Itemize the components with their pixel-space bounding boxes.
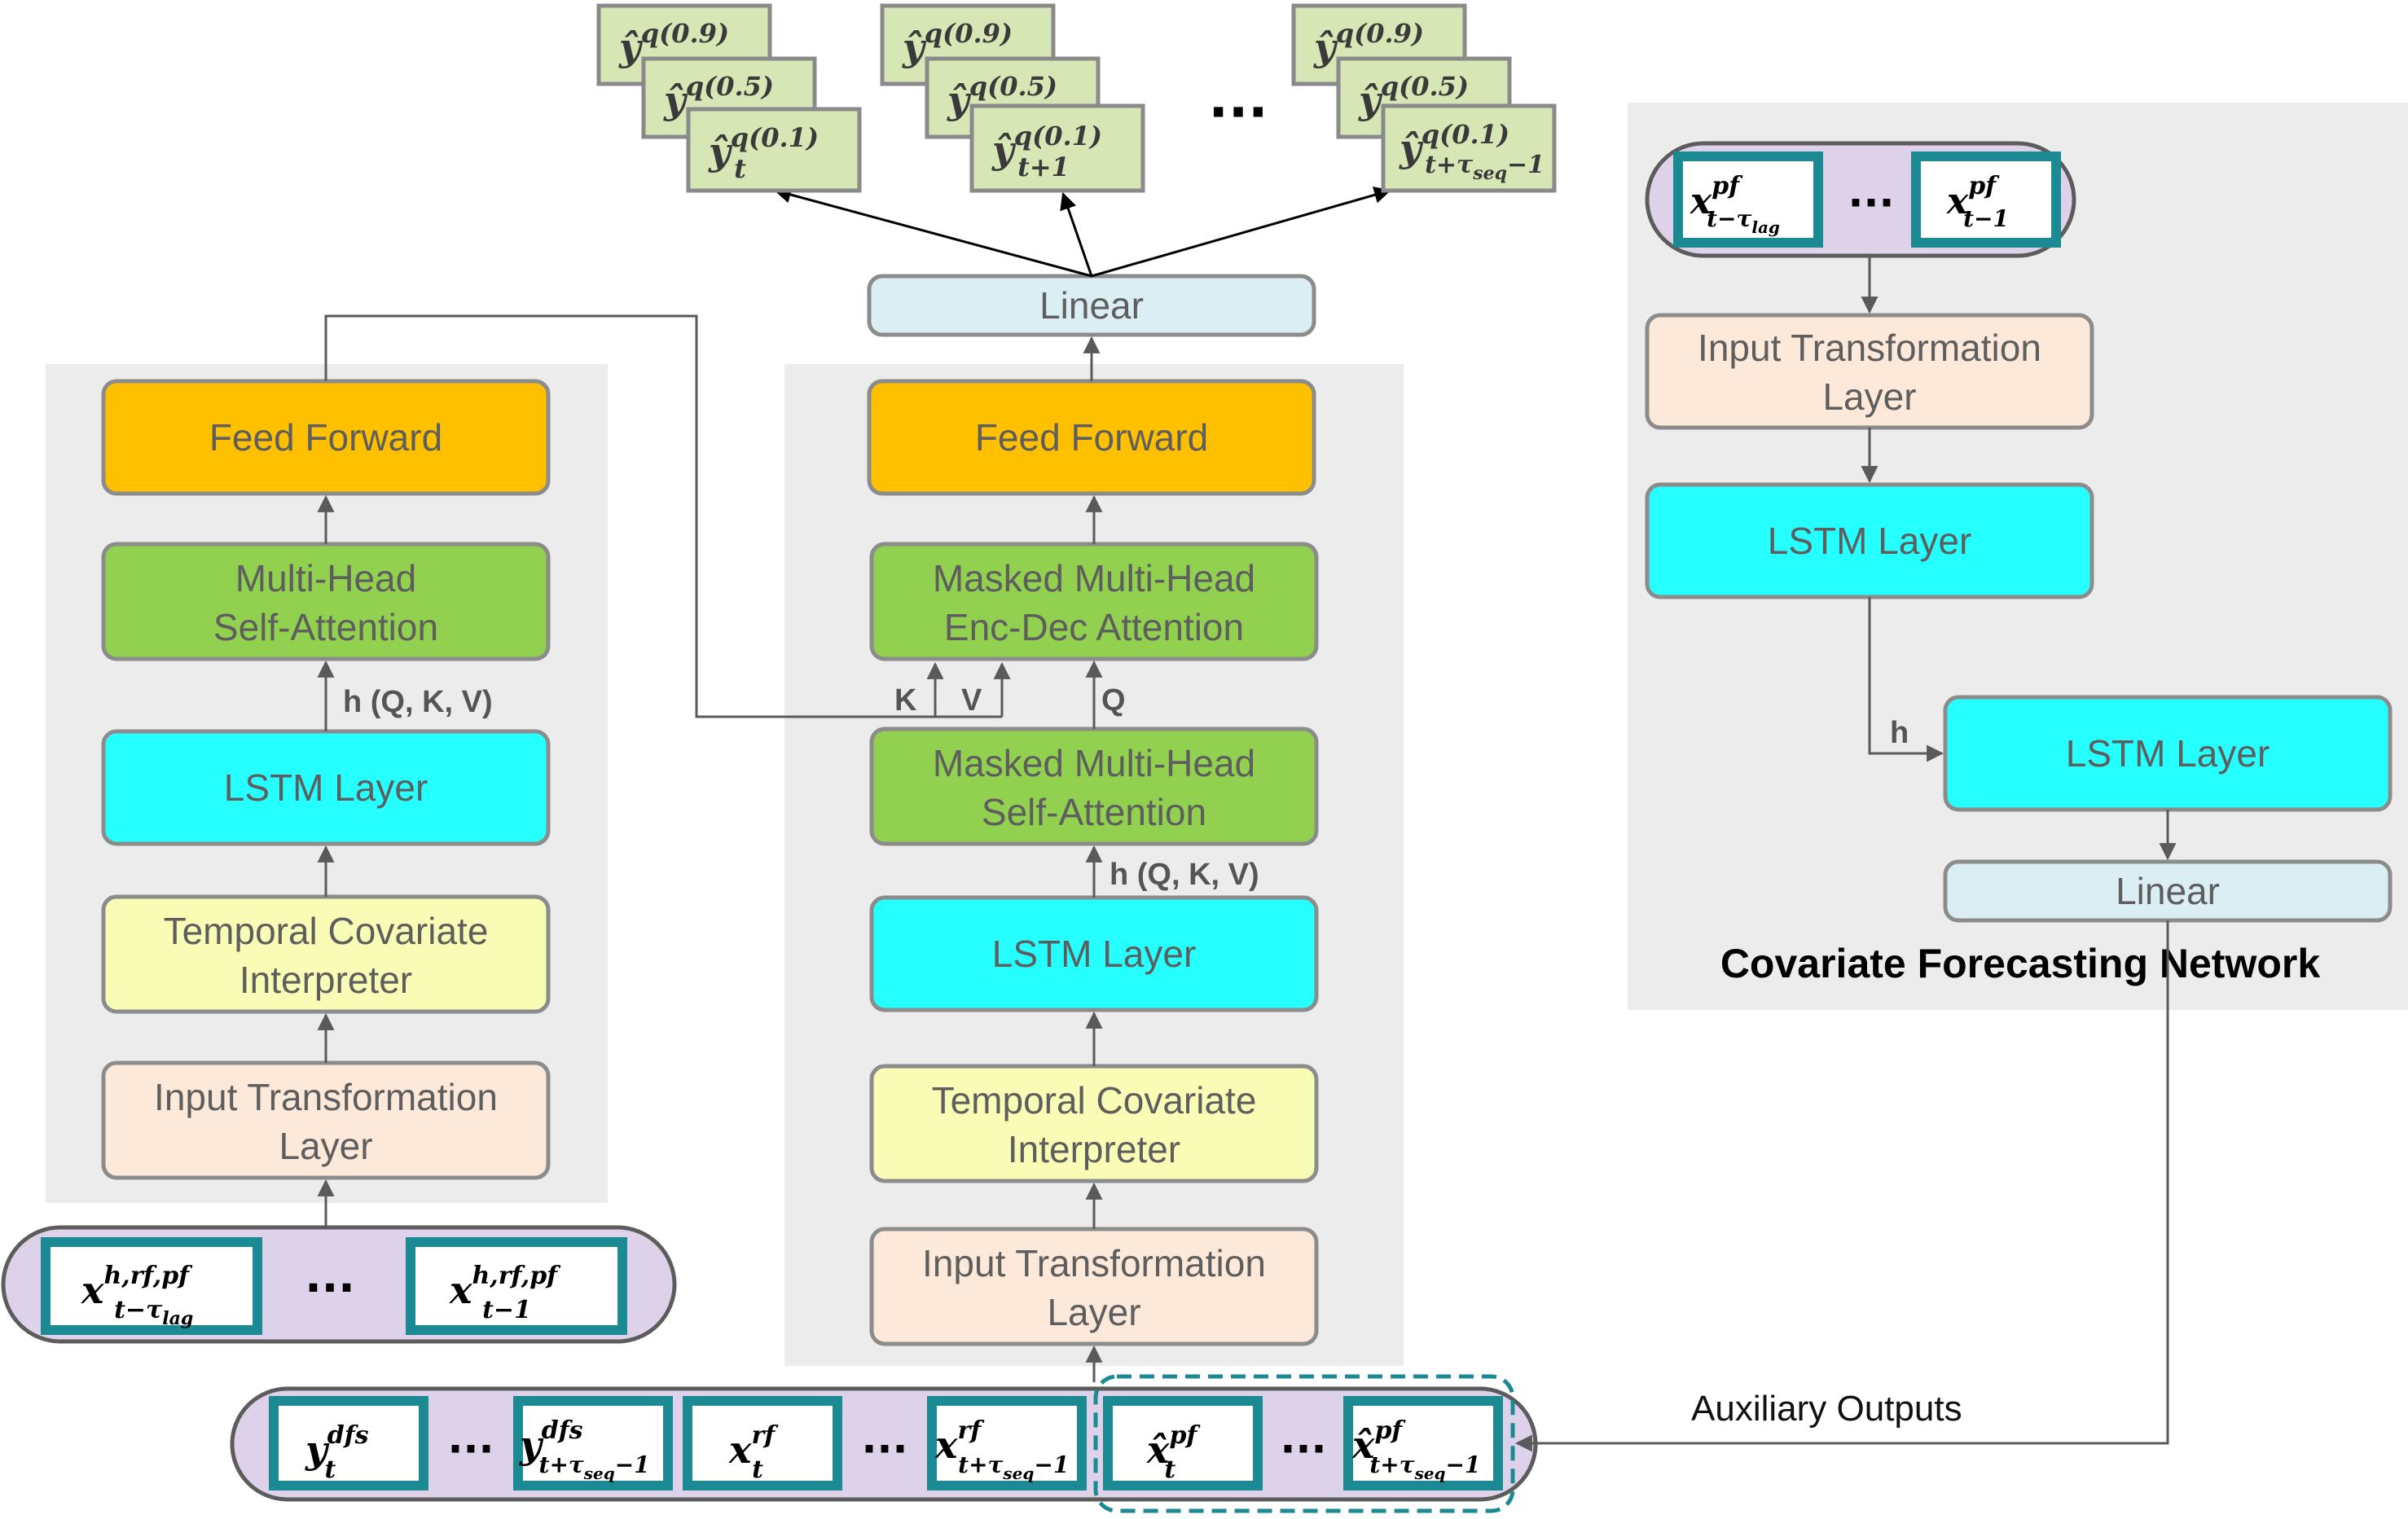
decoder-tci-line2: Interpreter xyxy=(1008,1128,1180,1170)
decoder-encdec-attention-block: Masked Multi-Head Enc-Dec Attention xyxy=(869,542,1319,661)
output-arrow-t1 xyxy=(1060,192,1093,277)
covariate-itl-line1: Input Transformation xyxy=(1698,327,2041,369)
output-arrow-t xyxy=(773,186,1092,278)
decoder-q-label: Q xyxy=(1101,683,1126,718)
decoder-self-attention-block: Masked Multi-Head Self-Attention xyxy=(869,727,1319,846)
decoder-itl-line1: Input Transformation xyxy=(922,1242,1266,1284)
decoder-input-dots-2: ··· xyxy=(862,1425,908,1473)
decoder-hqkv-label: h (Q, K, V) xyxy=(1110,858,1259,892)
decoder-feed-forward-label: Feed Forward xyxy=(975,416,1208,459)
encoder-tci-line2: Interpreter xyxy=(239,959,412,1001)
auxiliary-inputs-highlight xyxy=(1093,1374,1515,1513)
covariate-lstm1-label: LSTM Layer xyxy=(1768,520,1972,562)
encoder-feed-forward-label: Feed Forward xyxy=(209,416,442,459)
encoder-attention-line1: Multi-Head xyxy=(235,557,416,599)
decoder-tci-block: Temporal Covariate Interpreter xyxy=(869,1064,1319,1183)
encoder-input-dots: ··· xyxy=(305,1262,355,1314)
auxiliary-outputs-arrow xyxy=(1514,920,2169,1452)
decoder-input-y-last xyxy=(513,1396,673,1490)
quantile-tseq-q05: ŷq(0.5) xyxy=(1358,71,1469,122)
encoder-tci-block: Temporal Covariate Interpreter xyxy=(101,894,551,1014)
quantile-outputs-dots: ··· xyxy=(1209,83,1268,143)
covariate-itl-line2: Layer xyxy=(1822,375,1916,418)
encoder-itl-block: Input Transformation Layer xyxy=(101,1060,551,1180)
decoder-lstm-label: LSTM Layer xyxy=(992,933,1197,975)
output-arrow-tseq xyxy=(1091,187,1392,278)
encoder-feed-forward-block: Feed Forward xyxy=(101,379,551,496)
decoder-selfatt-line2: Self-Attention xyxy=(982,791,1206,833)
decoder-input-dots-3: ··· xyxy=(1281,1425,1327,1473)
decoder-encdec-line2: Enc-Dec Attention xyxy=(944,606,1244,648)
decoder-linear-label: Linear xyxy=(1039,284,1144,327)
encoder-to-decoder-wire xyxy=(324,314,1002,718)
quantile-t-q09: ŷq(0.9) xyxy=(618,18,729,69)
encoder-attention-line2: Self-Attention xyxy=(213,606,438,648)
decoder-lstm-block: LSTM Layer xyxy=(869,895,1319,1012)
covariate-linear-label: Linear xyxy=(2116,870,2220,912)
decoder-input-y-first xyxy=(269,1396,428,1490)
covariate-input-token-last xyxy=(1911,151,2061,248)
decoder-itl-line2: Layer xyxy=(1047,1291,1140,1333)
quantile-outputs-t: ŷq(0.9) ŷq(0.5) ŷq(0.1)t xyxy=(596,3,862,193)
encoder-itl-line1: Input Transformation xyxy=(154,1076,498,1118)
decoder-feed-forward-block: Feed Forward xyxy=(867,379,1316,496)
encoder-tci-line1: Temporal Covariate xyxy=(164,910,489,952)
covariate-itl-block: Input Transformation Layer xyxy=(1645,313,2094,430)
covariate-lstm-block-2: LSTM Layer xyxy=(1943,695,2393,812)
decoder-linear-block: Linear xyxy=(867,274,1316,337)
covariate-input-dots: ··· xyxy=(1848,179,1895,226)
quantile-t1-q09: ŷq(0.9) xyxy=(902,18,1013,69)
encoder-input-token-first xyxy=(41,1237,262,1335)
encoder-hqkv-label: h (Q, K, V) xyxy=(343,685,493,719)
covariate-lstm-block-1: LSTM Layer xyxy=(1645,482,2094,599)
decoder-tci-line1: Temporal Covariate xyxy=(932,1079,1257,1122)
decoder-k-label: K xyxy=(894,683,917,718)
quantile-outputs-tseq: ŷq(0.9) ŷq(0.5) ŷq(0.1)t+τseq−1 xyxy=(1291,3,1557,193)
decoder-input-xpf-first xyxy=(1103,1396,1263,1490)
auxiliary-outputs-label: Auxiliary Outputs xyxy=(1691,1389,1962,1429)
decoder-itl-block: Input Transformation Layer xyxy=(869,1227,1319,1346)
quantile-outputs-t1: ŷq(0.9) ŷq(0.5) ŷq(0.1)t+1 xyxy=(880,3,1145,193)
quantile-t-q01: ŷq(0.1)t xyxy=(708,122,819,184)
covariate-input-token-first xyxy=(1673,151,1823,248)
encoder-input-token-last xyxy=(406,1237,627,1335)
decoder-input-xrf-last xyxy=(927,1396,1087,1490)
decoder-input-xpf-last xyxy=(1343,1396,1503,1490)
quantile-t-q05: ŷq(0.5) xyxy=(663,71,774,122)
encoder-self-attention-block: Multi-Head Self-Attention xyxy=(101,542,551,661)
quantile-tseq-q09: ŷq(0.9) xyxy=(1313,18,1424,69)
covariate-arrow-lstm-lstm xyxy=(1868,597,1944,762)
encoder-lstm-label: LSTM Layer xyxy=(224,766,428,809)
covariate-linear-block: Linear xyxy=(1943,859,2393,923)
quantile-t1-q01: ŷq(0.1)t+1 xyxy=(991,121,1102,182)
decoder-v-label: V xyxy=(961,683,982,718)
decoder-input-dots-1: ··· xyxy=(448,1425,494,1473)
encoder-itl-line2: Layer xyxy=(279,1125,372,1167)
encoder-lstm-block: LSTM Layer xyxy=(101,729,551,846)
quantile-t1-q05: ŷq(0.5) xyxy=(947,71,1057,122)
decoder-input-xrf-first xyxy=(683,1396,842,1490)
quantile-tseq-q01: ŷq(0.1)t+τseq−1 xyxy=(1399,119,1545,184)
decoder-encdec-line1: Masked Multi-Head xyxy=(933,557,1255,599)
covariate-network-title: Covariate Forecasting Network xyxy=(1720,941,2321,986)
covariate-h-label: h xyxy=(1890,716,1909,750)
decoder-selfatt-line1: Masked Multi-Head xyxy=(933,742,1255,784)
covariate-lstm2-label: LSTM Layer xyxy=(2066,732,2270,775)
